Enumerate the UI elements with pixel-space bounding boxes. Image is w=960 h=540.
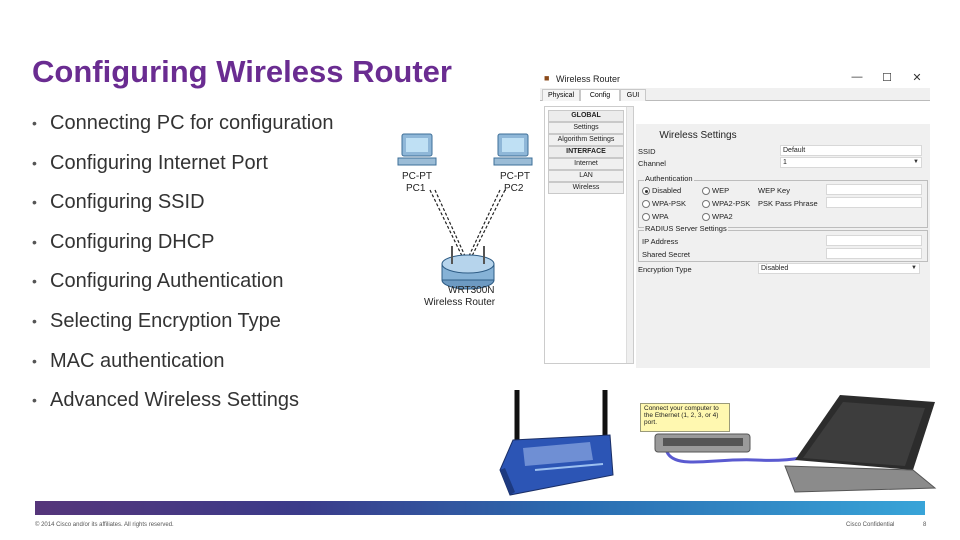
encryption-type-value: Disabled — [761, 265, 789, 272]
ip-address-label: IP Address — [642, 237, 679, 246]
psk-pass-phrase-input[interactable] — [826, 197, 922, 208]
sidebar-item-interface[interactable]: INTERFACE — [548, 146, 624, 158]
bullet-item: Selecting Encryption Type — [32, 306, 334, 346]
sidebar-item-algorithm-settings[interactable]: Algorithm Settings — [548, 134, 624, 146]
authentication-group-label: Authentication — [644, 174, 694, 183]
pc-icon — [493, 133, 533, 166]
psk-pass-phrase-label: PSK Pass Phrase — [758, 199, 818, 208]
sidebar-item-settings[interactable]: Settings — [548, 122, 624, 134]
channel-select[interactable]: 1 ▼ — [780, 157, 922, 168]
wep-key-label: WEP Key — [758, 186, 790, 195]
sidebar-item-global[interactable]: GLOBAL — [548, 110, 624, 122]
copyright-text: © 2014 Cisco and/or its affiliates. All … — [35, 522, 174, 528]
confidential-label: Cisco Confidential — [846, 522, 895, 528]
radio-wpa-psk[interactable] — [642, 200, 650, 208]
chevron-down-icon: ▼ — [911, 265, 917, 271]
bullet-item: Configuring Authentication — [32, 266, 334, 306]
radio-label: WPA-PSK — [652, 199, 687, 208]
radio-wpa[interactable] — [642, 213, 650, 221]
radio-wep[interactable] — [702, 187, 710, 195]
bullet-item: Advanced Wireless Settings — [32, 385, 334, 425]
bullet-item: Configuring Internet Port — [32, 148, 334, 188]
wep-key-input[interactable] — [826, 184, 922, 195]
laptop-image — [784, 395, 937, 493]
maximize-button[interactable]: ☐ — [882, 72, 892, 84]
tab-gui[interactable]: GUI — [620, 89, 646, 101]
shared-secret-label: Shared Secret — [642, 250, 690, 259]
pc1-name-label: PC1 — [406, 183, 426, 194]
radio-disabled[interactable] — [642, 187, 650, 195]
minimize-button[interactable]: — — [851, 71, 863, 83]
ip-address-input[interactable] — [826, 235, 922, 246]
bullet-item: Connecting PC for configuration — [32, 108, 334, 148]
radio-wpa2[interactable] — [702, 213, 710, 221]
sidebar-item-lan[interactable]: LAN — [548, 170, 624, 182]
radio-label: WPA2-PSK — [712, 199, 751, 208]
tab-physical[interactable]: Physical — [542, 89, 580, 101]
tab-bar: Physical Config GUI — [540, 88, 930, 101]
router-icon — [441, 246, 495, 290]
shared-secret-input[interactable] — [826, 248, 922, 259]
footer-gradient-bar — [35, 501, 925, 515]
sidebar-item-internet[interactable]: Internet — [548, 158, 624, 170]
bullet-item: Configuring SSID — [32, 187, 334, 227]
router-name-label: Wireless Router — [424, 297, 496, 308]
router-model-label: WRT300N — [448, 285, 495, 296]
radius-server-group-label: RADIUS Server Settings — [644, 224, 728, 233]
bullet-item: MAC authentication — [32, 346, 334, 386]
panel-title: Wireless Settings — [659, 130, 737, 141]
slide-title: Configuring Wireless Router — [32, 54, 452, 89]
sidebar-item-wireless[interactable]: Wireless — [548, 182, 624, 194]
window-title: Wireless Router — [556, 74, 621, 84]
ssid-label: SSID — [638, 147, 656, 156]
tab-config[interactable]: Config — [580, 89, 620, 101]
window-titlebar: ■ Wireless Router — ☐ ✕ — [540, 68, 930, 88]
pc2-name-label: PC2 — [504, 183, 524, 194]
channel-label: Channel — [638, 159, 666, 168]
bullet-list: Connecting PC for configuration Configur… — [32, 108, 334, 425]
radio-label: WPA2 — [712, 212, 733, 221]
router-app-icon: ■ — [544, 73, 550, 83]
encryption-type-label: Encryption Type — [638, 265, 692, 274]
radius-server-group — [638, 230, 928, 262]
router-laptop-photo — [499, 390, 937, 496]
network-topology: PC-PT PC1 PC-PT PC2 WRT300N Wireless Rou… — [390, 128, 540, 313]
bullet-item: Configuring DHCP — [32, 227, 334, 267]
wireless-router-window: ■ Wireless Router — ☐ ✕ Physical Config … — [540, 68, 930, 368]
router-back-image — [654, 433, 751, 453]
radio-wpa2-psk[interactable] — [702, 200, 710, 208]
channel-value: 1 — [783, 159, 787, 166]
pc-icon — [397, 133, 437, 166]
radio-label: WPA — [652, 212, 669, 221]
topology-drawing — [397, 133, 533, 290]
radio-label: WEP — [712, 186, 730, 195]
chevron-down-icon: ▼ — [913, 159, 919, 165]
authentication-group — [638, 180, 928, 228]
pc1-type-label: PC-PT — [402, 171, 432, 182]
wireless-link — [429, 189, 506, 257]
close-button[interactable]: ✕ — [912, 72, 922, 84]
connection-callout: Connect your computer to the Ethernet (1… — [640, 403, 730, 432]
pc2-type-label: PC-PT — [500, 171, 530, 182]
page-number: 8 — [923, 522, 927, 528]
ssid-input[interactable]: Default — [780, 145, 922, 156]
encryption-type-select[interactable]: Disabled ▼ — [758, 263, 920, 274]
config-sidebar: GLOBAL Settings Algorithm Settings INTER… — [544, 106, 634, 364]
linksys-router-image — [499, 390, 614, 496]
sidebar-scrollbar[interactable] — [626, 107, 633, 363]
radio-label: Disabled — [652, 186, 682, 195]
